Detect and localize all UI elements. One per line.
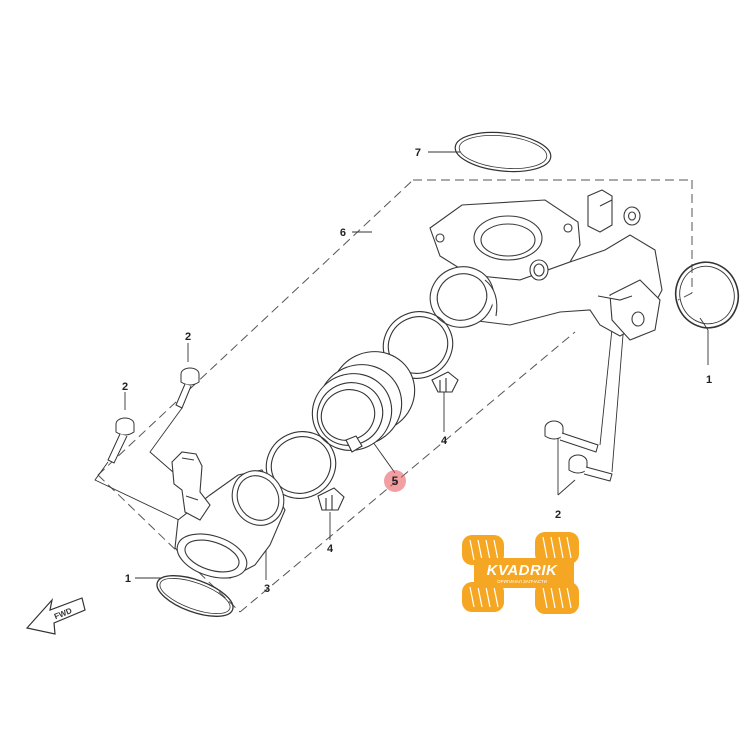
callout-4-lower: 4 — [327, 543, 334, 555]
kvadrik-logo: KVADRIK ОРИГИНАЛ ЗАПЧАСТИ — [462, 532, 579, 614]
callout-2-right: 2 — [555, 509, 561, 521]
o-ring-right — [674, 261, 740, 329]
callout-labels: 7 6 2 2 2 1 4 4 3 1 — [122, 147, 712, 595]
callout-1-right: 1 — [706, 374, 712, 386]
assembly-boundary-dashed — [97, 179, 693, 613]
callout-7: 7 — [415, 147, 421, 159]
highlight-circle[interactable] — [384, 470, 406, 492]
callout-2-upper-left: 2 — [185, 331, 191, 343]
logo-tagline: ОРИГИНАЛ ЗАПЧАСТИ — [497, 579, 547, 584]
callout-3: 3 — [264, 583, 270, 595]
o-ring-bottom — [156, 575, 234, 617]
fwd-arrow: FWD — [25, 597, 86, 635]
intake-pipe — [171, 451, 286, 579]
highlight-marker-part-5[interactable]: 5 — [384, 470, 406, 492]
callout-1-left: 1 — [125, 573, 131, 585]
callout-4-upper: 4 — [441, 435, 448, 447]
callout-5: 5 — [392, 474, 399, 488]
arrow-left-icon — [25, 597, 86, 635]
bolts-right — [544, 420, 613, 482]
o-ring-top — [454, 131, 552, 173]
bolts-left — [107, 367, 200, 464]
logo-brand: KVADRIK — [487, 562, 558, 579]
callout-2-lower-left: 2 — [122, 381, 128, 393]
callout-6: 6 — [340, 227, 346, 239]
throttle-body — [429, 189, 663, 341]
intake-boot — [311, 351, 416, 453]
